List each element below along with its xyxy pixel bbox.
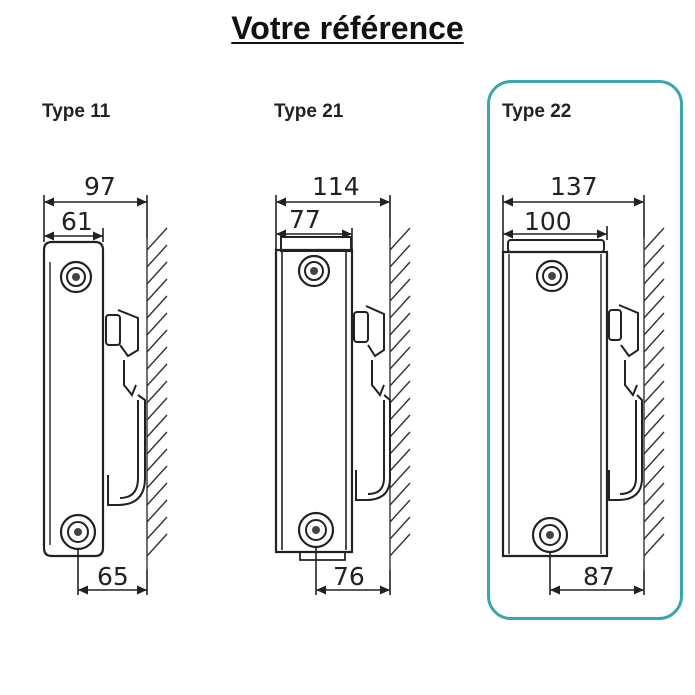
- top-connector: [297, 254, 331, 288]
- page-title: Votre référence: [231, 10, 464, 46]
- body-depth-label: 61: [61, 207, 93, 236]
- radiator-body: [274, 248, 354, 554]
- hatch-line: [389, 244, 411, 268]
- hatch-line: [389, 499, 411, 523]
- hatch-line: [146, 448, 168, 472]
- hatch-line: [389, 414, 411, 438]
- type-11-label: Type 11: [42, 101, 111, 122]
- radiator-body: [42, 240, 105, 558]
- hatch-line: [389, 533, 411, 557]
- type-22-diagram: 137 100 87: [501, 172, 665, 595]
- hatch-line: [389, 363, 411, 387]
- wall-bracket: [353, 305, 391, 501]
- hatch-line: [643, 499, 665, 523]
- hatch-line: [389, 397, 411, 421]
- total-depth-label: 97: [84, 172, 116, 201]
- hatch-line: [643, 261, 665, 285]
- hatch-line: [389, 312, 411, 336]
- bottom-connector: [59, 513, 97, 551]
- hatch-line: [146, 312, 168, 336]
- hatch-line: [643, 482, 665, 506]
- hatch-line: [146, 261, 168, 285]
- hatch-line: [643, 533, 665, 557]
- hatch-line: [389, 380, 411, 404]
- hatch-line: [643, 312, 665, 336]
- body-depth-label: 77: [289, 205, 321, 234]
- hatch-line: [643, 516, 665, 540]
- type-21-diagram: 114 77 76: [274, 172, 411, 595]
- hatch-line: [643, 448, 665, 472]
- hatch-line: [146, 482, 168, 506]
- hatch-line: [146, 346, 168, 370]
- hatch-line: [146, 499, 168, 523]
- hatch-line: [643, 329, 665, 353]
- hatch-line: [146, 431, 168, 455]
- wall-distance-label: 87: [583, 562, 615, 591]
- dimension-lines: [502, 195, 645, 595]
- total-depth-label: 114: [312, 172, 360, 201]
- wall-hatch: [389, 227, 411, 570]
- hatch-line: [146, 363, 168, 387]
- hatch-line: [389, 448, 411, 472]
- hatch-line: [643, 295, 665, 319]
- hatch-line: [146, 516, 168, 540]
- hatch-line: [146, 295, 168, 319]
- hatch-line: [389, 329, 411, 353]
- body-depth-label: 100: [524, 207, 572, 236]
- hatch-line: [146, 380, 168, 404]
- hatch-line: [389, 227, 411, 251]
- hatch-line: [643, 278, 665, 302]
- hatch-line: [146, 533, 168, 557]
- hatch-line: [146, 465, 168, 489]
- hatch-line: [389, 295, 411, 319]
- hatch-line: [643, 465, 665, 489]
- top-connector: [59, 260, 93, 294]
- wall-bracket: [105, 309, 146, 506]
- hatch-line: [146, 329, 168, 353]
- wall-distance-label: 65: [97, 562, 129, 591]
- hatch-line: [146, 227, 168, 251]
- wall-hatch: [146, 227, 168, 570]
- hatch-line: [643, 431, 665, 455]
- wall-distance-label: 76: [333, 562, 365, 591]
- selected-type-frame: [487, 80, 683, 620]
- hatch-line: [146, 244, 168, 268]
- hatch-line: [643, 380, 665, 404]
- total-depth-label: 137: [550, 172, 598, 201]
- hatch-line: [389, 261, 411, 285]
- type-21-label: Type 21: [274, 101, 344, 122]
- hatch-line: [389, 278, 411, 302]
- hatch-line: [146, 278, 168, 302]
- hatch-line: [389, 465, 411, 489]
- hatch-line: [643, 363, 665, 387]
- hatch-line: [146, 414, 168, 438]
- hatch-line: [643, 227, 665, 251]
- type-11-diagram: 97 61 65: [42, 172, 168, 595]
- hatch-line: [389, 516, 411, 540]
- dimension-lines: [275, 195, 391, 595]
- hatch-line: [643, 414, 665, 438]
- bottom-connector: [297, 511, 335, 549]
- radiator-body: [501, 250, 609, 558]
- hatch-line: [643, 244, 665, 268]
- wall-bracket: [608, 304, 643, 501]
- hatch-line: [643, 346, 665, 370]
- hatch-line: [146, 397, 168, 421]
- top-connector: [535, 259, 569, 293]
- hatch-line: [389, 346, 411, 370]
- bottom-connector: [531, 516, 569, 554]
- radiator-top-cover: [507, 239, 605, 253]
- hatch-line: [389, 431, 411, 455]
- hatch-line: [643, 397, 665, 421]
- wall-hatch: [643, 227, 665, 570]
- dimension-lines: [43, 195, 148, 595]
- hatch-line: [389, 482, 411, 506]
- type-22-label: Type 22: [502, 101, 572, 122]
